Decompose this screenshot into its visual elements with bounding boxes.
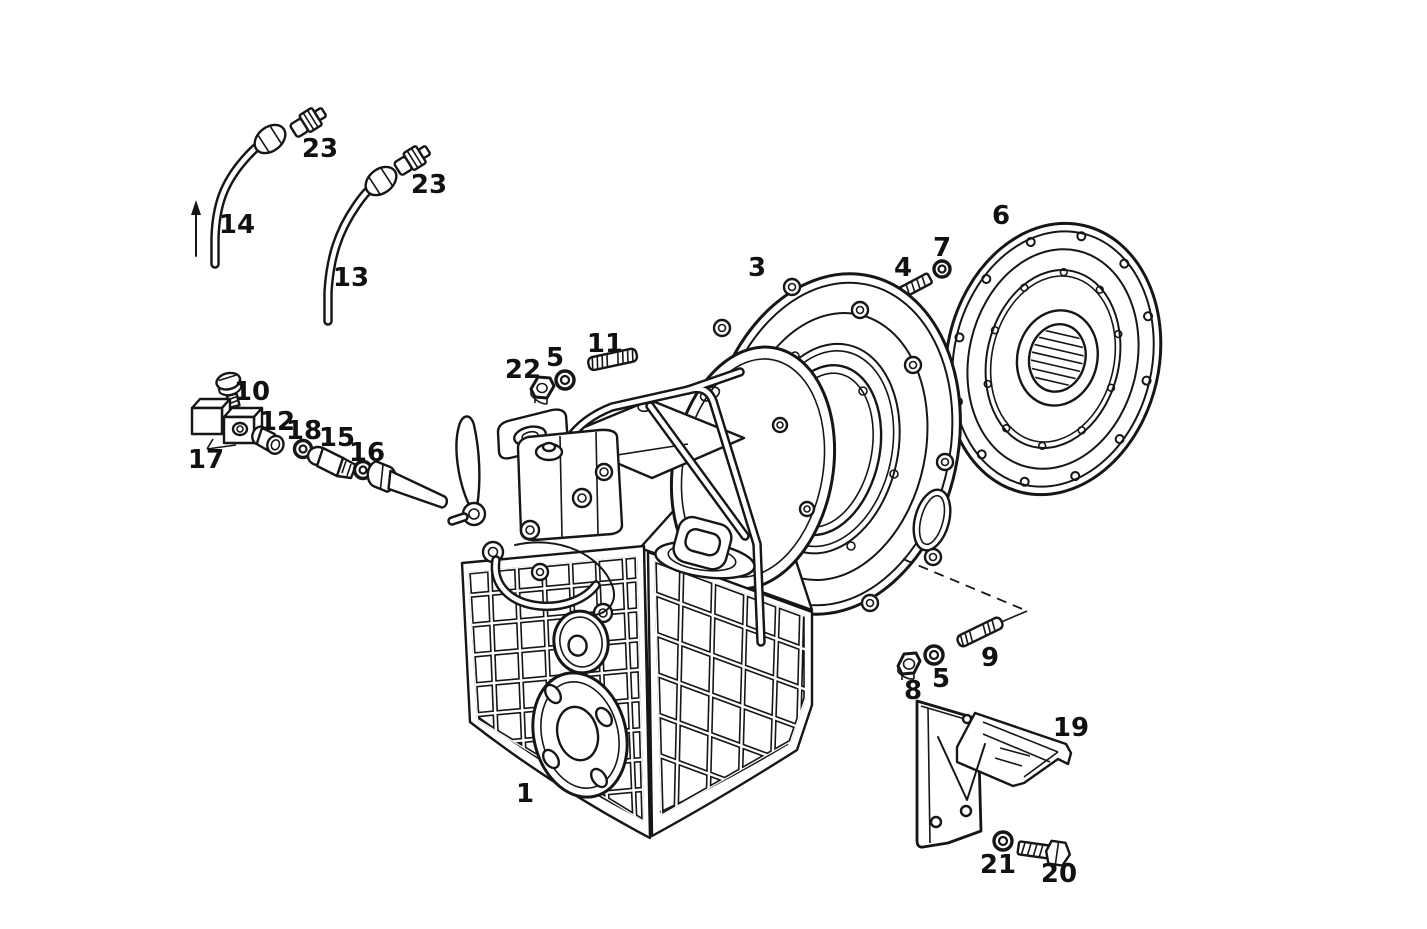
callout-3-label: 3 (748, 253, 766, 283)
callout-9-label: 9 (981, 643, 999, 673)
shift-lever (447, 415, 487, 527)
stud-9-part (956, 616, 1004, 648)
callout-12-label: 12 (259, 407, 295, 437)
callout-14-label: 14 (219, 210, 255, 240)
callout-8-label: 8 (904, 676, 922, 706)
flywheel-rim-holes (952, 231, 1154, 487)
bolt-20-part (1016, 839, 1072, 867)
callout-6-label: 6 (992, 201, 1010, 231)
flange-oval-slot (912, 488, 952, 552)
callout-23b-label: 23 (411, 170, 447, 200)
callout-18-label: 18 (286, 416, 322, 446)
spline-hatching (1024, 327, 1090, 389)
washer-5b-part (923, 644, 945, 666)
housing-front-bosses (481, 487, 615, 624)
washer-7-part (932, 259, 952, 279)
sender-15-part (306, 445, 358, 480)
output-flange (531, 671, 629, 799)
callout-13-label: 13 (333, 263, 369, 293)
lifting-handle (654, 515, 756, 580)
stud-11-part (587, 347, 639, 372)
fitting-23b-part (393, 145, 431, 176)
alignment-leader-lines (902, 558, 1028, 642)
callout-1-label: 1 (516, 779, 534, 809)
callout-23a-label: 23 (302, 134, 338, 164)
nut-22-part (529, 375, 556, 405)
dipstick-tube-14-part (210, 123, 287, 269)
washer-21-part (992, 830, 1014, 852)
housing-ribs-side (654, 560, 806, 816)
callout-labels: 14 23 13 23 10 17 12 18 15 16 22 5 11 1 … (188, 134, 1089, 889)
callout-4-label: 4 (894, 253, 912, 283)
mounting-bracket-part (915, 699, 1073, 849)
probe-part (366, 460, 449, 509)
callout-19-label: 19 (1053, 713, 1089, 743)
callout-11-label: 11 (587, 329, 623, 359)
washer-5a-part (554, 369, 576, 391)
small-cover-disc (552, 609, 610, 675)
direction-arrow-icon (191, 200, 201, 257)
callout-7-label: 7 (933, 233, 951, 263)
callout-21-label: 21 (980, 850, 1016, 880)
callout-15-label: 15 (319, 423, 355, 453)
callout-5a-label: 5 (546, 343, 564, 373)
callout-5b-label: 5 (932, 664, 950, 694)
nut-8-part (896, 651, 922, 680)
callout-17-label: 17 (188, 445, 224, 475)
housing-valve-block (496, 408, 624, 542)
housing-top-cover (556, 398, 746, 480)
fitting-12-part (251, 425, 285, 455)
callout-10-label: 10 (234, 377, 270, 407)
flywheel-coupling-part (943, 221, 1163, 497)
callout-22-label: 22 (505, 355, 541, 385)
fitting-23a-part (289, 107, 327, 138)
callout-20-label: 20 (1041, 859, 1077, 889)
dipstick-tube-13-part (323, 165, 398, 326)
gearbox-housing-part (447, 345, 837, 840)
flywheel-inner-holes (983, 268, 1123, 450)
callout-16-label: 16 (349, 438, 385, 468)
